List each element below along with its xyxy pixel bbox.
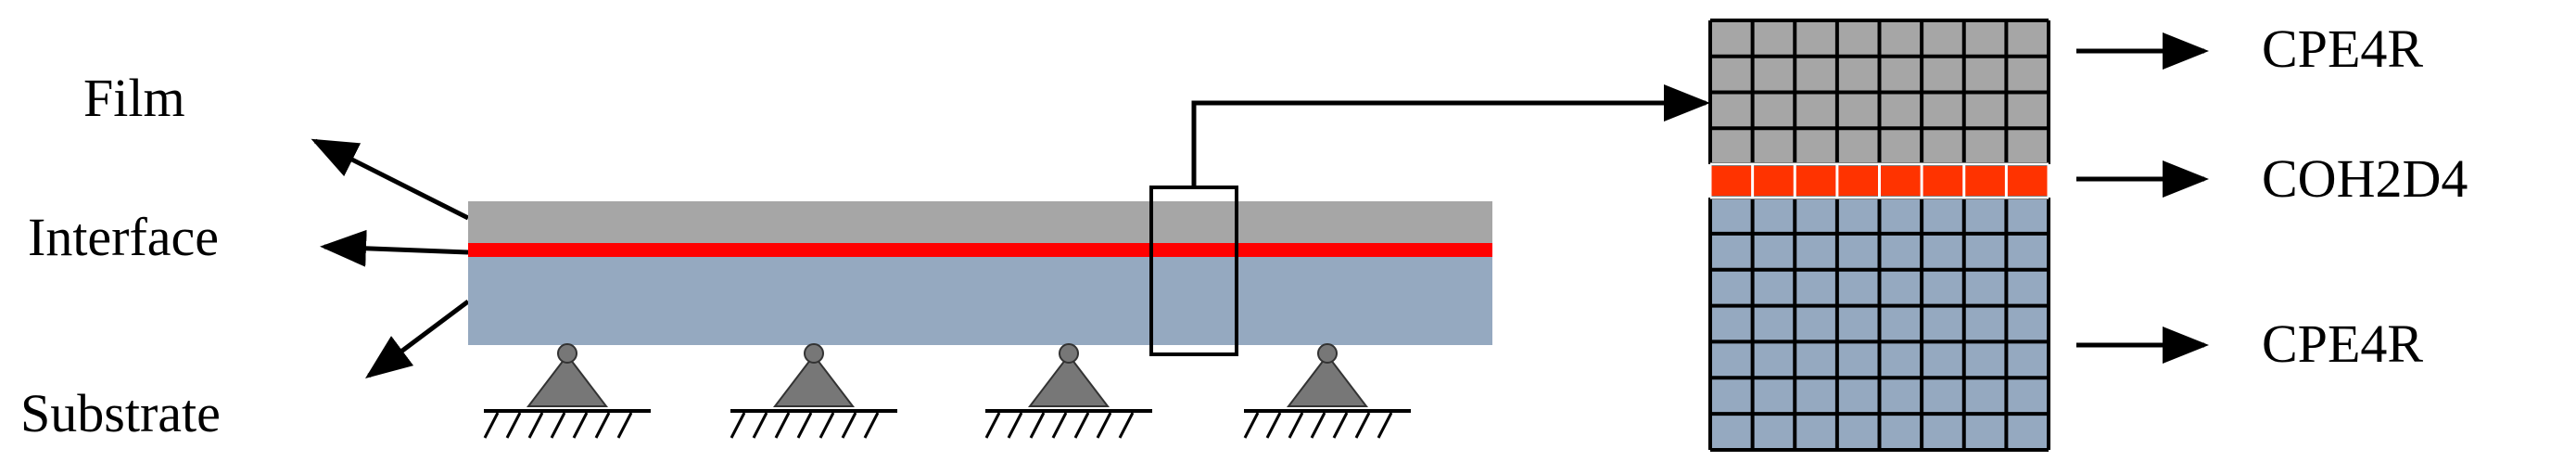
zoom-connector-arrow bbox=[1191, 84, 1710, 187]
film-label: Film bbox=[83, 68, 185, 128]
bottom-element-label: CPE4R bbox=[2262, 314, 2423, 374]
ground-hatch bbox=[1265, 412, 1282, 439]
supports-group bbox=[483, 343, 1411, 439]
ground-hatch bbox=[984, 412, 1001, 439]
ground-hatch bbox=[730, 412, 746, 439]
support-triangle bbox=[526, 353, 609, 407]
ground-hatch bbox=[527, 412, 544, 439]
support-triangle bbox=[772, 353, 856, 407]
ground-hatch bbox=[505, 412, 522, 439]
ground-hatch bbox=[1118, 412, 1135, 439]
film-pointer-arrow bbox=[311, 138, 470, 221]
middle-element-label: COH2D4 bbox=[2262, 148, 2468, 209]
support-pin bbox=[1059, 343, 1079, 364]
support bbox=[984, 343, 1152, 439]
substrate-label: Substrate bbox=[20, 383, 221, 443]
ground-hatch bbox=[594, 412, 611, 439]
ground-hatch bbox=[1332, 412, 1349, 439]
ground-hatch bbox=[1051, 412, 1068, 439]
ground-hatch bbox=[752, 412, 768, 439]
ground-hatch bbox=[483, 412, 500, 439]
ground-hatch bbox=[1243, 412, 1260, 439]
ground-hatch bbox=[1377, 412, 1393, 439]
ground-hatch bbox=[1029, 412, 1046, 439]
ground-hatch bbox=[818, 412, 835, 439]
ground-hatch bbox=[1096, 412, 1112, 439]
ground-hatch bbox=[1073, 412, 1090, 439]
ground-hatch bbox=[550, 412, 566, 439]
film-layer bbox=[468, 201, 1492, 243]
ground-hatch bbox=[1288, 412, 1304, 439]
interface-layer bbox=[468, 243, 1492, 257]
ground-hatch bbox=[841, 412, 857, 439]
ground-hatch bbox=[863, 412, 880, 439]
support bbox=[483, 343, 651, 439]
interface-label: Interface bbox=[28, 207, 219, 267]
support-pin bbox=[804, 343, 824, 364]
interface-pointer-arrow bbox=[320, 229, 469, 267]
ground-hatch bbox=[1354, 412, 1371, 439]
ground-hatch bbox=[616, 412, 633, 439]
substrate-pointer-arrow bbox=[364, 299, 470, 378]
support-pin bbox=[1317, 343, 1338, 364]
substrate-layer bbox=[468, 257, 1492, 345]
ground-hatch bbox=[796, 412, 813, 439]
support bbox=[1243, 343, 1411, 439]
support bbox=[730, 343, 897, 439]
support-triangle bbox=[1286, 353, 1369, 407]
ground-hatch bbox=[1310, 412, 1326, 439]
ground-hatch bbox=[774, 412, 791, 439]
ground-hatch bbox=[1007, 412, 1023, 439]
support-pin bbox=[557, 343, 577, 364]
ground-hatch bbox=[572, 412, 589, 439]
support-triangle bbox=[1027, 353, 1110, 407]
top-element-label: CPE4R bbox=[2262, 19, 2423, 79]
mesh-detail bbox=[1708, 19, 2050, 452]
